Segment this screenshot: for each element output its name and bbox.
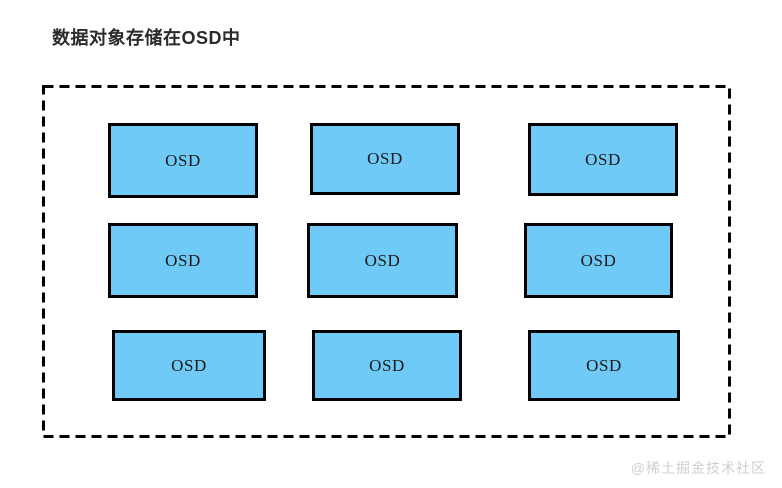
osd-node-label: OSD [585,149,621,169]
osd-node[interactable]: OSD [310,123,460,195]
osd-node[interactable]: OSD [108,123,258,198]
watermark-label: @稀土掘金技术社区 [630,460,766,476]
osd-node-label: OSD [367,149,403,168]
osd-node-label: OSD [165,250,201,270]
osd-node-label: OSD [364,250,401,270]
osd-node[interactable]: OSD [312,330,462,401]
osd-node[interactable]: OSD [528,330,680,401]
osd-node-label: OSD [171,355,207,375]
osd-node[interactable]: OSD [524,223,673,298]
page-title: 数据对象存储在OSD中 [52,28,241,48]
osd-node-label: OSD [369,355,405,375]
osd-node[interactable]: OSD [528,123,678,196]
osd-node-label: OSD [580,250,617,270]
osd-node[interactable]: OSD [112,330,266,401]
osd-node-label: OSD [586,355,622,375]
osd-node-label: OSD [165,150,201,170]
osd-node[interactable]: OSD [307,223,458,298]
osd-cluster-container: OSD OSD OSD OSD OSD OSD OSD OSD OSD [42,85,731,438]
osd-node[interactable]: OSD [108,223,258,298]
dashed-border-outline [42,85,731,438]
